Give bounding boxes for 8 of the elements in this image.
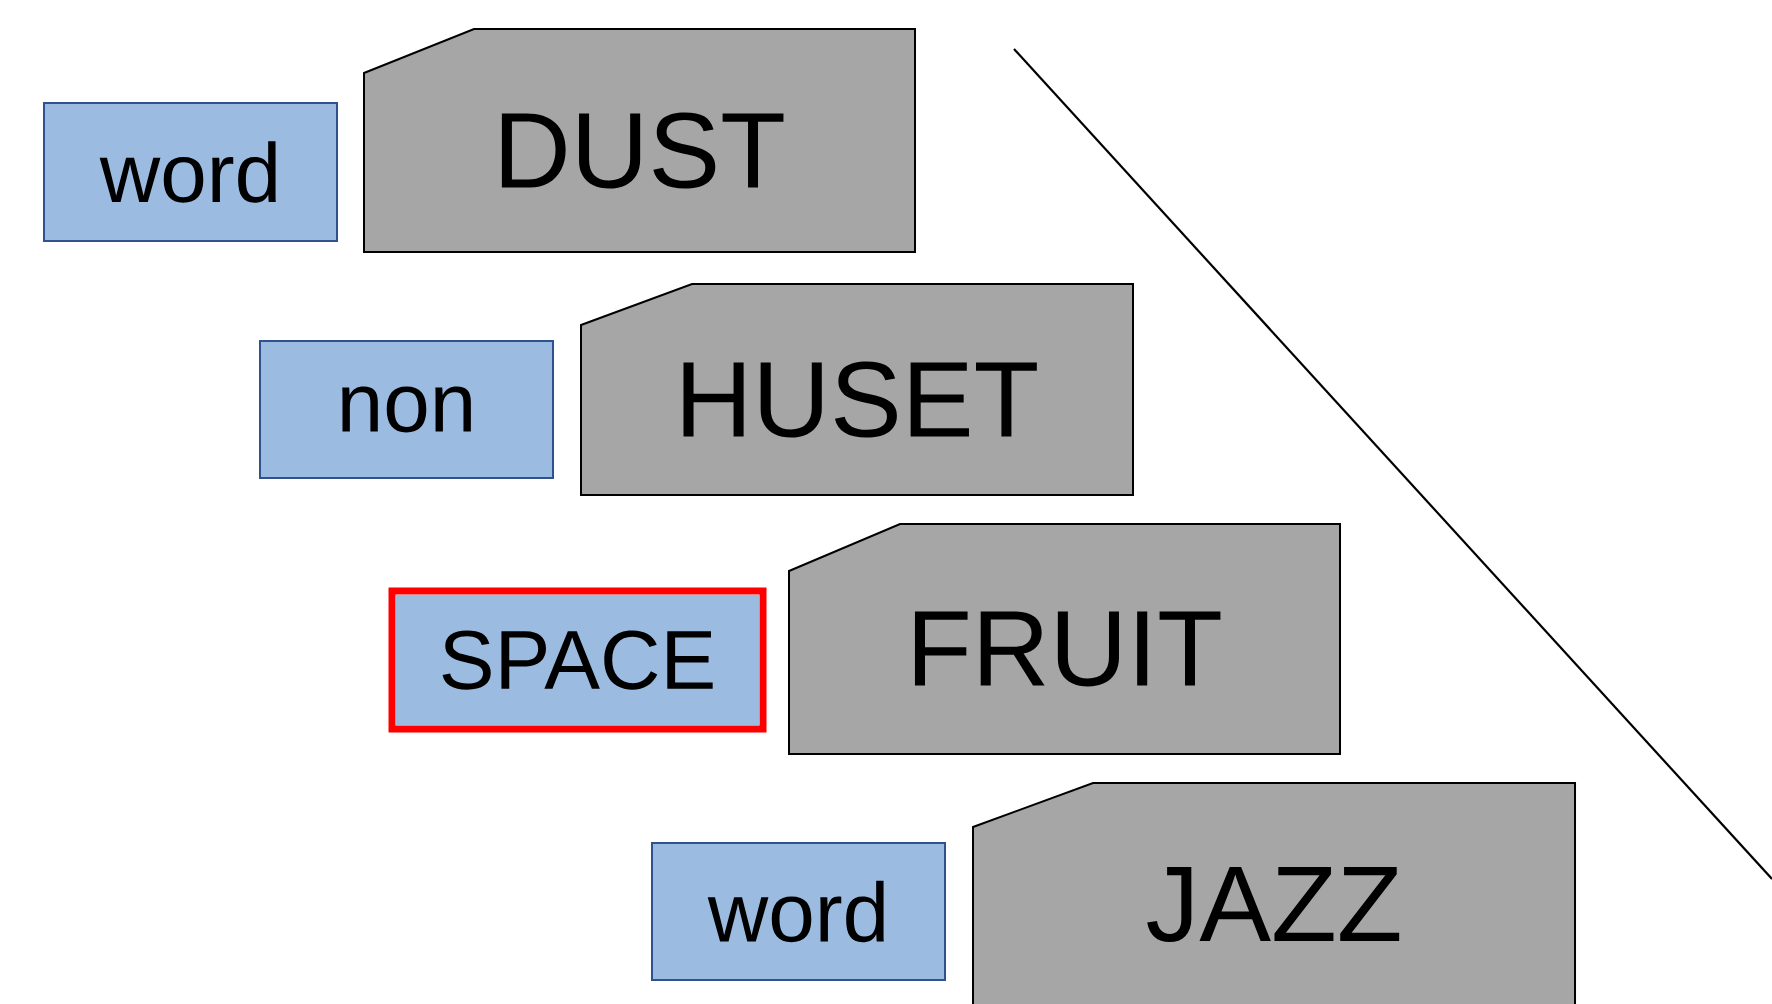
word-box: non (259, 340, 554, 479)
highlighted-word-box: SPACE (388, 587, 767, 733)
card-tab: JAZZ (972, 782, 1576, 1004)
card-tab: DUST (363, 28, 916, 253)
card-tab: HUSET (580, 283, 1134, 496)
card-tab: FRUIT (788, 523, 1341, 755)
word-box: word (43, 102, 338, 242)
word-box: word (651, 842, 946, 981)
